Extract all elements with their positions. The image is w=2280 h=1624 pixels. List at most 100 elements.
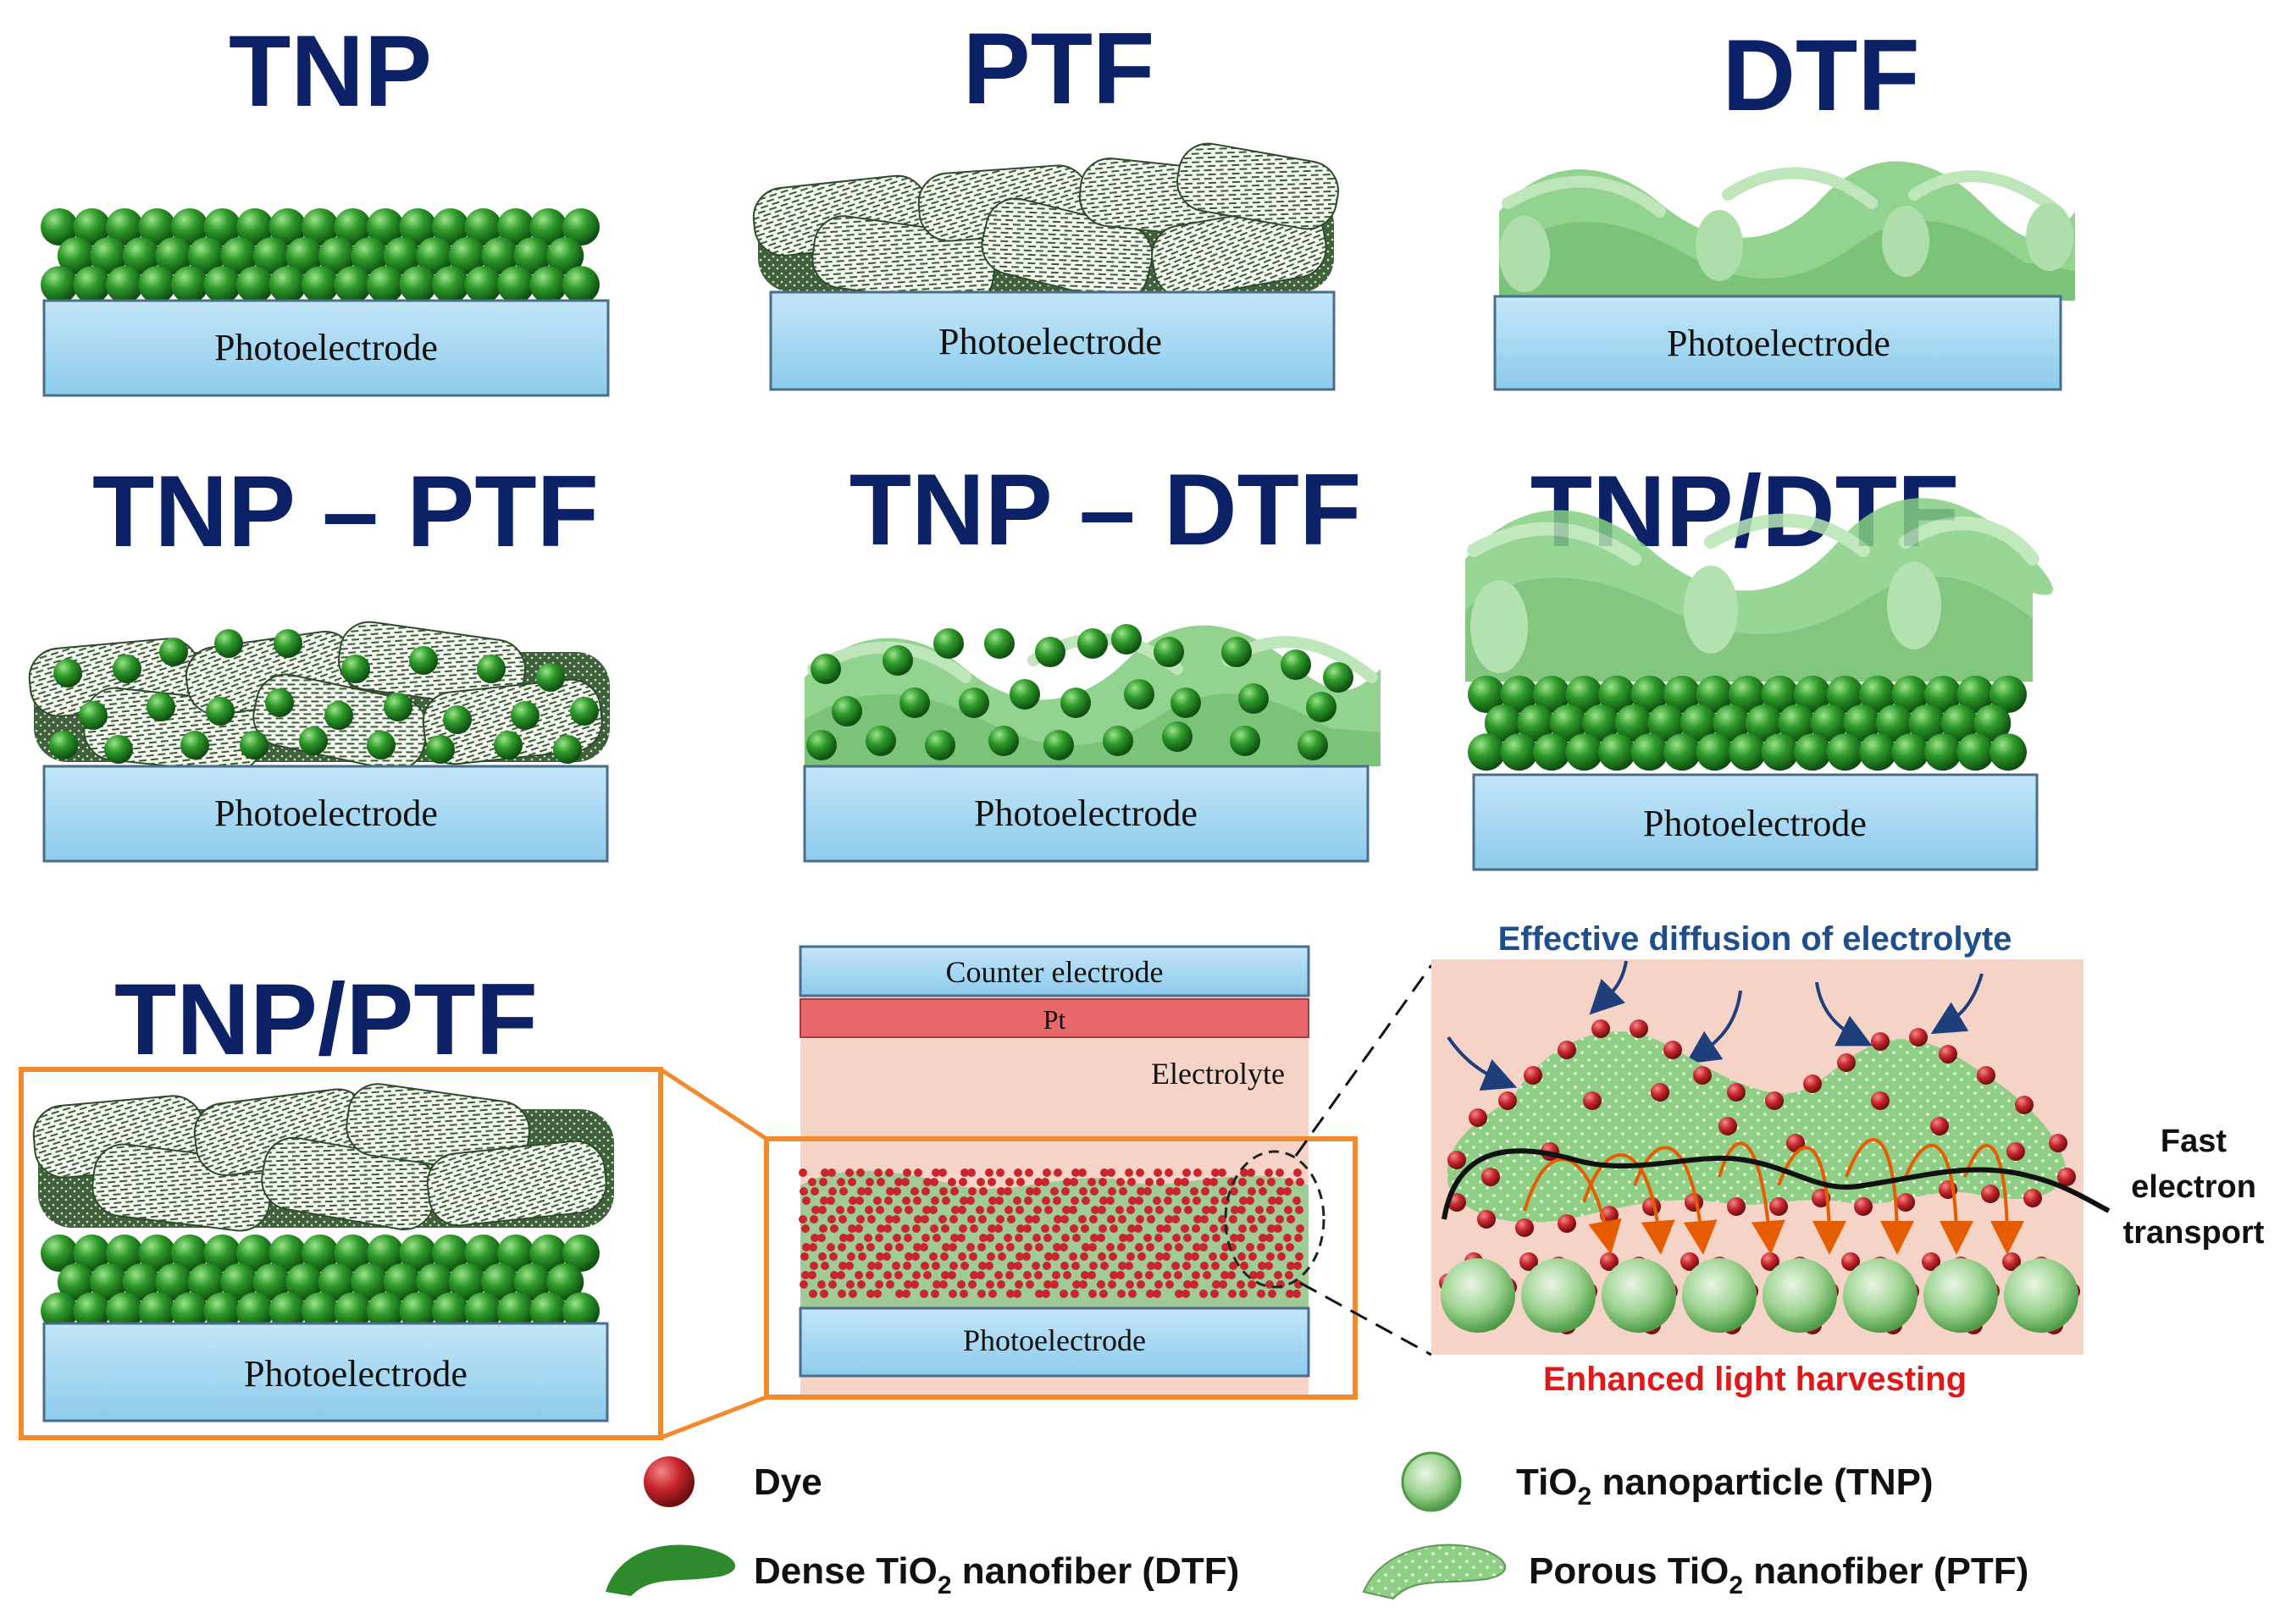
nanoparticle	[90, 237, 128, 275]
dye-molecule	[914, 1168, 922, 1177]
dye-molecule	[1126, 1234, 1134, 1242]
nanoparticle	[334, 266, 372, 304]
dye-molecule	[1239, 1290, 1248, 1298]
nanoparticle	[1745, 704, 1783, 743]
nanoparticle-scatter	[49, 629, 599, 764]
dye-molecule	[893, 1234, 901, 1242]
panel-tnp: TNP Photoelectrode	[41, 14, 610, 397]
dye-molecule	[903, 1168, 911, 1177]
dye-molecule	[821, 1262, 829, 1270]
dye-molecule	[1718, 1117, 1737, 1135]
dye-molecule	[1248, 1252, 1257, 1261]
nanoparticle	[399, 1235, 437, 1272]
dye-molecule	[940, 1252, 949, 1261]
nanoparticle	[274, 629, 302, 658]
nanoparticle	[1924, 733, 1962, 771]
dye-molecule	[1221, 1243, 1230, 1251]
dye-molecule	[801, 1224, 810, 1233]
dye-molecule	[849, 1196, 857, 1205]
dye-molecule	[1183, 1234, 1192, 1242]
nanoparticle	[155, 237, 193, 275]
nanoparticle	[1484, 704, 1522, 743]
fast-transport-caption-line1: Fast	[2161, 1124, 2227, 1159]
dye-molecule	[810, 1215, 818, 1224]
panel-dtf: DTF Photoelectrode	[1493, 19, 2075, 391]
dye-molecule	[1069, 1252, 1077, 1261]
dye-molecule	[894, 1178, 903, 1186]
dye-molecule	[1248, 1187, 1256, 1196]
dye-molecule	[932, 1168, 940, 1177]
dye-molecule	[884, 1243, 893, 1251]
dye-molecule	[1287, 1262, 1295, 1270]
nanoparticle	[73, 266, 111, 304]
dye-molecule	[874, 1168, 883, 1177]
dye-molecule	[1193, 1168, 1202, 1177]
photoelectrode-substrate	[1472, 773, 2039, 871]
dye-molecule	[1212, 1234, 1220, 1242]
dye-molecule	[923, 1271, 932, 1279]
nanoparticle	[302, 1292, 339, 1330]
dye-molecule	[800, 1280, 808, 1289]
nanoparticle	[432, 266, 469, 304]
light-harvesting-caption: Enhanced light harvesting	[1543, 1361, 1967, 1398]
dye-molecule	[1004, 1234, 1012, 1242]
dye-molecule	[1054, 1168, 1062, 1177]
dye-molecule	[967, 1215, 976, 1224]
dye-molecule	[1145, 1178, 1154, 1186]
dye-molecule	[979, 1187, 988, 1196]
dye-molecule	[1193, 1196, 1201, 1205]
dye-molecule	[1007, 1262, 1015, 1270]
zoom-nanoparticle	[1521, 1258, 1596, 1333]
zoom-nanoparticle	[1763, 1258, 1837, 1333]
dye-molecule	[857, 1187, 866, 1196]
dye-molecule	[1156, 1224, 1165, 1233]
dye-molecule	[1163, 1224, 1171, 1233]
dye-molecule	[1201, 1234, 1209, 1242]
nanoparticle	[1598, 676, 1635, 713]
dye-molecule	[1164, 1243, 1172, 1251]
nanoparticle	[933, 628, 964, 659]
dye-molecule	[1220, 1271, 1229, 1279]
dye-molecule	[802, 1243, 811, 1251]
dye-molecule	[827, 1196, 835, 1205]
dye-molecule	[1727, 1197, 1746, 1216]
nanoparticle	[399, 1292, 437, 1330]
dye-molecule	[1050, 1280, 1059, 1289]
dye-molecule	[1246, 1243, 1254, 1251]
dye-molecule	[1201, 1187, 1209, 1196]
zoom-nanoparticle	[1602, 1258, 1676, 1333]
dye-molecule	[1247, 1168, 1255, 1177]
dye-molecule	[810, 1262, 818, 1270]
panel-tnp-ptf-mix: TNP – PTF Photoelectrode	[28, 455, 610, 863]
dye-molecule	[1007, 1215, 1015, 1224]
dye-molecule	[1163, 1271, 1171, 1279]
nanoparticle	[1843, 704, 1881, 743]
dye-molecule	[1591, 1019, 1610, 1038]
nanoparticle	[494, 731, 523, 760]
dye-molecule	[1184, 1252, 1193, 1261]
dye-molecule	[1110, 1224, 1118, 1233]
photoelectrode-substrate	[799, 1306, 1310, 1378]
nanoparticle	[477, 655, 506, 683]
nanoparticle	[236, 1235, 274, 1272]
nanoparticle	[285, 237, 324, 275]
dye-molecule	[1199, 1243, 1208, 1251]
dye-molecule	[1257, 1243, 1265, 1251]
dye-molecule	[1228, 1290, 1237, 1298]
photoelectrode-substrate	[1493, 295, 2062, 391]
nanoparticle	[155, 1263, 193, 1301]
dye-molecule	[1032, 1234, 1041, 1242]
nanoparticle	[1043, 730, 1074, 760]
dye-molecule	[1192, 1224, 1200, 1233]
nanoparticle	[41, 1292, 78, 1330]
dye-molecule	[1268, 1196, 1276, 1205]
dye-molecule	[1044, 1206, 1053, 1214]
dye-molecule	[1128, 1196, 1137, 1205]
nanoparticle	[1761, 676, 1799, 713]
nanoparticle	[367, 208, 404, 246]
dye-molecule	[1182, 1262, 1191, 1270]
nanoparticle	[1517, 704, 1555, 743]
dye-molecule	[828, 1280, 837, 1289]
dye-molecule	[959, 1178, 967, 1186]
dye-molecule	[1072, 1234, 1081, 1242]
